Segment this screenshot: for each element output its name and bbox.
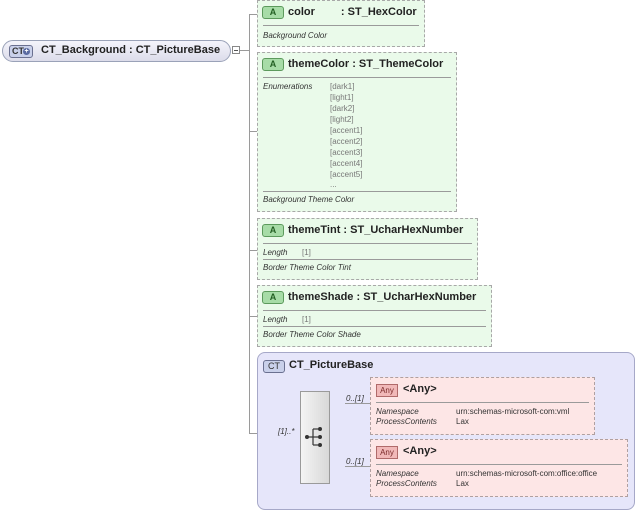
facet-label: Enumerations (263, 82, 313, 91)
attribute-name: themeShade : ST_UcharHexNumber (288, 291, 477, 303)
any-element-office[interactable]: Any <Any> Namespace urn:schemas-microsof… (370, 439, 628, 497)
divider (263, 77, 451, 78)
process-value: Lax (456, 417, 469, 426)
any-connector (345, 466, 370, 467)
enum-value: [accent1] (330, 126, 363, 135)
process-label: ProcessContents (376, 479, 437, 488)
branch-themetint (249, 250, 258, 251)
any-title: <Any> (403, 445, 437, 457)
attribute-description: Border Theme Color Tint (263, 263, 351, 272)
namespace-label: Namespace (376, 407, 419, 416)
divider (376, 464, 622, 465)
namespace-label: Namespace (376, 469, 419, 478)
branch-color (249, 14, 258, 15)
divider (263, 191, 451, 192)
attribute-icon: A (262, 58, 284, 71)
enum-value: [light1] (330, 93, 354, 102)
enum-value: [accent2] (330, 137, 363, 146)
attribute-name: themeTint : ST_UcharHexNumber (288, 224, 464, 236)
any-icon: Any (376, 384, 398, 397)
attribute-description: Background Theme Color (263, 195, 355, 204)
root-element-node[interactable]: CT+ CT_Background : CT_PictureBase (2, 40, 231, 62)
enum-value: [dark2] (330, 104, 355, 113)
any-connector (345, 403, 370, 404)
branch-themecolor (249, 131, 258, 132)
complex-type-icon: CT+ (9, 45, 33, 58)
enum-value: [light2] (330, 115, 354, 124)
divider (263, 326, 486, 327)
enum-value: [dark1] (330, 82, 355, 91)
divider (263, 259, 472, 260)
attribute-description: Border Theme Color Shade (263, 330, 361, 339)
attribute-icon: A (262, 224, 284, 237)
attribute-name: themeColor : ST_ThemeColor (288, 58, 444, 70)
group-occurrence: [1]..* (278, 427, 295, 436)
divider (263, 310, 486, 311)
branch-themeshade (249, 316, 258, 317)
enum-ellipsis: ... (330, 180, 337, 189)
root-element-label: CT_Background : CT_PictureBase (41, 44, 221, 56)
any-title: <Any> (403, 383, 437, 395)
attribute-themeshade[interactable]: A themeShade : ST_UcharHexNumber Length … (257, 285, 492, 347)
enum-value: [accent3] (330, 148, 363, 157)
attribute-name: color: ST_HexColor (288, 6, 417, 18)
any-element-vml[interactable]: Any <Any> Namespace urn:schemas-microsof… (370, 377, 595, 435)
any-icon: Any (376, 446, 398, 459)
facet-value: [1] (302, 315, 311, 324)
facet-label: Length (263, 248, 288, 257)
any-occurrence: 0..[1] (346, 394, 364, 403)
namespace-value: urn:schemas-microsoft-com:vml (456, 407, 570, 416)
attribute-icon: A (262, 6, 284, 19)
complex-type-icon: CT (263, 360, 285, 373)
namespace-value: urn:schemas-microsoft-com:office:office (456, 469, 598, 478)
any-occurrence: 0..[1] (346, 457, 364, 466)
group-title: CT_PictureBase (289, 359, 374, 371)
enum-value: [accent4] (330, 159, 363, 168)
process-value: Lax (456, 479, 469, 488)
attribute-color[interactable]: A color: ST_HexColor Background Color (257, 0, 425, 47)
attribute-themecolor[interactable]: A themeColor : ST_ThemeColor Enumeration… (257, 52, 457, 212)
root-connector (240, 50, 249, 51)
divider (376, 402, 589, 403)
enum-value: [accent5] (330, 170, 363, 179)
attribute-icon: A (262, 291, 284, 304)
facet-label: Length (263, 315, 288, 324)
collapse-toggle[interactable] (232, 46, 240, 54)
choice-compositor[interactable] (300, 391, 330, 484)
choice-icon (305, 427, 322, 447)
attribute-description: Background Color (263, 31, 328, 40)
attribute-themetint[interactable]: A themeTint : ST_UcharHexNumber Length [… (257, 218, 478, 280)
process-label: ProcessContents (376, 417, 437, 426)
tree-trunk (249, 14, 250, 433)
divider (263, 243, 472, 244)
facet-value: [1] (302, 248, 311, 257)
divider (263, 25, 419, 26)
